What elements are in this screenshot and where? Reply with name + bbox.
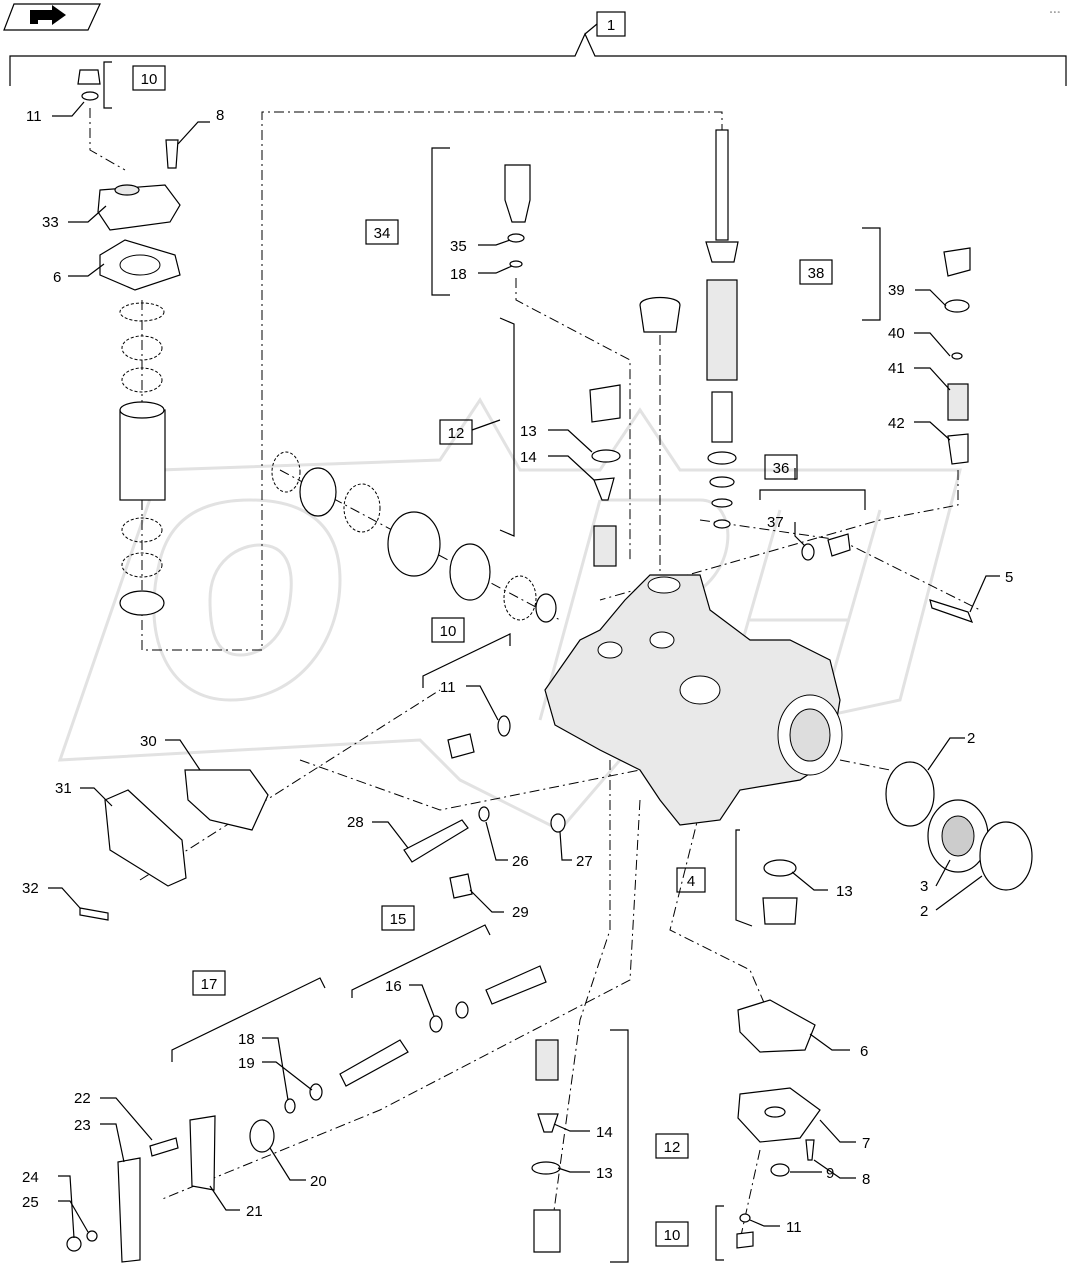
callout-11: 11 xyxy=(786,1219,802,1236)
callout-28: 28 xyxy=(347,814,364,831)
callout-9: 9 xyxy=(826,1165,834,1182)
reference-boxes: 1 10 34 38 12 36 10 4 15 17 12 10 xyxy=(132,11,833,1247)
callout-numbers: 11 8 33 6 35 18 39 40 41 42 13 14 37 5 1… xyxy=(22,107,1013,1236)
ref-box-38[interactable]: 38 xyxy=(799,259,833,285)
leader-lines xyxy=(48,23,1000,1239)
ref-box-34[interactable]: 34 xyxy=(365,219,399,245)
svg-text:12: 12 xyxy=(448,425,465,442)
callout-8: 8 xyxy=(862,1171,870,1188)
callout-20: 20 xyxy=(310,1173,327,1190)
callout-16: 16 xyxy=(385,978,402,995)
callout-32: 32 xyxy=(22,880,39,897)
ref-box-15[interactable]: 15 xyxy=(381,905,415,931)
ref-box-17[interactable]: 17 xyxy=(192,970,226,996)
svg-text:10: 10 xyxy=(440,623,457,640)
ref-box-10-bottom[interactable]: 10 xyxy=(655,1221,689,1247)
callout-13: 13 xyxy=(520,423,537,440)
callout-7: 7 xyxy=(862,1135,870,1152)
callout-22: 22 xyxy=(74,1090,91,1107)
callout-11: 11 xyxy=(440,679,456,696)
svg-text:10: 10 xyxy=(141,71,158,88)
callout-18: 18 xyxy=(450,266,467,283)
svg-text:34: 34 xyxy=(374,225,391,242)
callout-27: 27 xyxy=(576,853,593,870)
callout-31: 31 xyxy=(55,780,72,797)
watermark-logo xyxy=(57,397,962,832)
callout-11: 11 xyxy=(26,108,42,125)
assembly-lines xyxy=(89,108,981,1241)
ref-box-4[interactable]: 4 xyxy=(676,867,706,893)
svg-text:4: 4 xyxy=(687,873,695,890)
callout-2: 2 xyxy=(967,730,975,747)
group-brackets xyxy=(103,61,881,1263)
page-forward-arrow-icon[interactable] xyxy=(3,3,101,31)
callout-29: 29 xyxy=(512,904,529,921)
svg-text:17: 17 xyxy=(201,976,218,993)
svg-text:38: 38 xyxy=(808,265,825,282)
callout-26: 26 xyxy=(512,853,529,870)
callout-6: 6 xyxy=(860,1043,868,1060)
callout-42: 42 xyxy=(888,415,905,432)
callout-33: 33 xyxy=(42,214,59,231)
svg-text:15: 15 xyxy=(390,911,407,928)
callout-39: 39 xyxy=(888,282,905,299)
callout-14: 14 xyxy=(596,1124,613,1141)
callout-14: 14 xyxy=(520,449,537,466)
ref-box-12-lower[interactable]: 12 xyxy=(655,1133,689,1159)
svg-text:10: 10 xyxy=(664,1227,681,1244)
assembly-bracket xyxy=(9,32,1067,86)
callout-41: 41 xyxy=(888,360,905,377)
ref-box-10-top[interactable]: 10 xyxy=(132,65,166,91)
callout-21: 21 xyxy=(246,1203,263,1220)
ref-box-1[interactable]: 1 xyxy=(596,11,626,37)
callout-35: 35 xyxy=(450,238,467,255)
callout-25: 25 xyxy=(22,1194,39,1211)
callout-8: 8 xyxy=(216,107,224,124)
corner-code: ▫ ▫ ▫ xyxy=(1050,10,1060,16)
svg-text:36: 36 xyxy=(773,460,790,477)
callout-24: 24 xyxy=(22,1169,39,1186)
callout-40: 40 xyxy=(888,325,905,342)
callout-30: 30 xyxy=(140,733,157,750)
callout-19: 19 xyxy=(238,1055,255,1072)
callout-3: 3 xyxy=(920,878,928,895)
callout-5: 5 xyxy=(1005,569,1013,586)
ref-box-12-upper[interactable]: 12 xyxy=(439,419,473,445)
callout-18: 18 xyxy=(238,1031,255,1048)
ref-box-10-middle[interactable]: 10 xyxy=(431,617,465,643)
ref-box-36[interactable]: 36 xyxy=(764,454,798,480)
callout-13: 13 xyxy=(596,1165,613,1182)
callout-37: 37 xyxy=(767,514,784,531)
callout-23: 23 xyxy=(74,1117,91,1134)
callout-6: 6 xyxy=(53,269,61,286)
svg-text:12: 12 xyxy=(664,1139,681,1156)
callout-13: 13 xyxy=(836,883,853,900)
callout-2: 2 xyxy=(920,903,928,920)
parts xyxy=(66,69,1033,1263)
svg-text:1: 1 xyxy=(607,17,615,34)
